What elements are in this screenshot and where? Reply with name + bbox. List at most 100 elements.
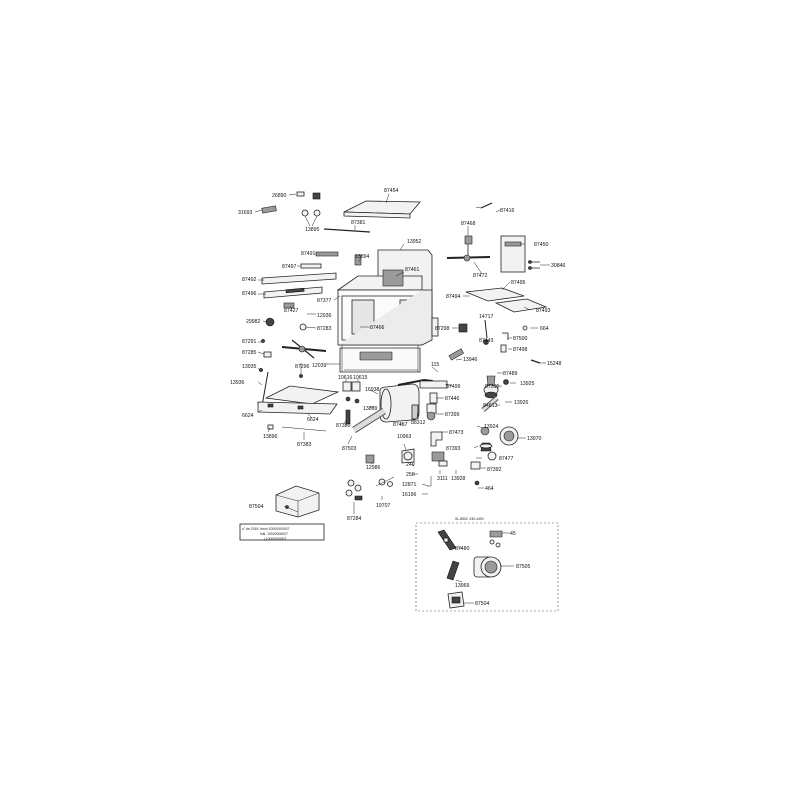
label-87443: 87443: [479, 338, 494, 344]
label-87392: 87392: [487, 467, 502, 473]
label-19707: 19707: [376, 503, 391, 509]
right-parts-drawing: [446, 202, 548, 364]
label-87494: 87494: [446, 294, 461, 300]
label-87480: 87480: [455, 546, 470, 552]
label-87472: 87472: [473, 273, 488, 279]
label-12986: 12986: [366, 465, 381, 471]
cabinet-drawing: [336, 249, 439, 373]
label-115: 115: [431, 362, 439, 368]
label-87381: 87381: [351, 220, 366, 226]
label-87285: 87285: [242, 350, 257, 356]
label-16196: 16196: [402, 492, 417, 498]
label-13895: 13895: [305, 227, 320, 233]
label-13970: 13970: [527, 436, 542, 442]
label-87283: 87283: [317, 326, 332, 332]
label-13936: 13936: [230, 380, 245, 386]
label-88312: 88312: [411, 420, 426, 426]
label-87497: 87497: [282, 264, 297, 270]
label-10615: 10615: [353, 375, 368, 381]
label-29982: 29982: [246, 319, 261, 325]
label-13926: 13926: [514, 400, 529, 406]
label-464: 464: [485, 486, 494, 492]
part-26890-drawing: [296, 191, 305, 197]
label-15248: 15248: [547, 361, 562, 367]
label-87504b: 87504: [475, 601, 490, 607]
label-10963: 10963: [397, 434, 412, 440]
nameplate-line-1: n° de 2018 .Itesh 10000000007: [242, 527, 289, 531]
label-87450: 87450: [534, 242, 549, 248]
label-87454: 87454: [384, 188, 399, 194]
label-664a: 664: [540, 326, 549, 332]
label-87427: 87427: [284, 308, 299, 314]
label-45: 45: [510, 531, 516, 537]
lower-left-drawing: [239, 476, 395, 541]
tray-drawing: [257, 385, 340, 432]
label-13894: 13894: [355, 254, 370, 260]
label-249: 249: [406, 462, 415, 468]
label-26890: 26890: [272, 193, 287, 199]
label-87446: 87446: [445, 396, 460, 402]
label-87284: 87284: [347, 516, 362, 522]
label-87499: 87499: [446, 384, 461, 390]
label-87505: 87505: [516, 564, 531, 570]
rod-87381-drawing: [323, 228, 371, 233]
pump-stack-drawing: [419, 375, 519, 487]
label-87489: 87489: [503, 371, 518, 377]
label-87493: 87493: [536, 308, 551, 314]
part-13895-drawing: [301, 209, 321, 227]
label-13925: 13925: [520, 381, 535, 387]
label-87399: 87399: [445, 412, 460, 418]
label-87296: 87296: [295, 364, 310, 370]
label-6624a: 6624: [242, 413, 254, 419]
label-12871: 12871: [402, 482, 417, 488]
label-87498: 87498: [513, 347, 528, 353]
leader-lines: [254, 193, 550, 604]
lid-drawing: [343, 200, 421, 219]
label-87468: 87468: [461, 221, 476, 227]
part-31693-drawing: [261, 205, 277, 214]
inset-box-drawing: [415, 522, 559, 612]
label-87500: 87500: [513, 336, 528, 342]
label-13935: 13935: [242, 364, 257, 370]
label-87380: 87380: [336, 423, 351, 429]
label-87491: 87491: [301, 251, 316, 257]
part-26890b-drawing: [312, 192, 321, 200]
label-87503: 87503: [342, 446, 357, 452]
label-87496: 87496: [242, 291, 257, 297]
label-10616: 10616: [338, 375, 353, 381]
label-30846: 30846: [551, 263, 566, 269]
label-87457: 87457: [393, 422, 408, 428]
label-87291: 87291: [242, 339, 257, 345]
label-13928: 13928: [451, 476, 466, 482]
label-87377: 87377: [317, 298, 332, 304]
label-12936: 12936: [317, 313, 332, 319]
inset-title: SL-850C 430-440V: [455, 517, 485, 521]
nameplate-line-2: Inkl. 10000000007: [260, 532, 288, 536]
nameplate-line-3: j 10000000007: [263, 537, 287, 541]
part-labels: 26890 31693 13895 87454 87381 87416 8746…: [230, 188, 566, 607]
panel-strips-drawing: [261, 251, 339, 309]
label-13924: 13924: [484, 424, 499, 430]
label-13896: 13896: [263, 434, 278, 440]
label-87461: 87461: [405, 267, 420, 273]
label-87416: 87416: [500, 208, 515, 214]
label-12039: 12039: [312, 363, 327, 369]
label-13952: 13952: [407, 239, 422, 245]
label-87495: 87495: [511, 280, 526, 286]
label-13969: 13969: [455, 583, 470, 589]
center-components-drawing: [342, 378, 439, 464]
label-14717: 14717: [479, 314, 494, 320]
label-16938: 16938: [365, 387, 380, 393]
label-13946: 13946: [463, 357, 478, 363]
label-87298: 87298: [435, 326, 450, 332]
label-13899: 13899: [363, 406, 378, 412]
label-3111: 3111: [437, 476, 448, 482]
label-87492: 87492: [242, 277, 257, 283]
label-87395: 87395: [485, 384, 500, 390]
label-87466: 87466: [370, 325, 385, 331]
label-87477: 87477: [499, 456, 514, 462]
label-87504a: 87504: [249, 504, 264, 510]
label-250: 250: [406, 472, 415, 478]
